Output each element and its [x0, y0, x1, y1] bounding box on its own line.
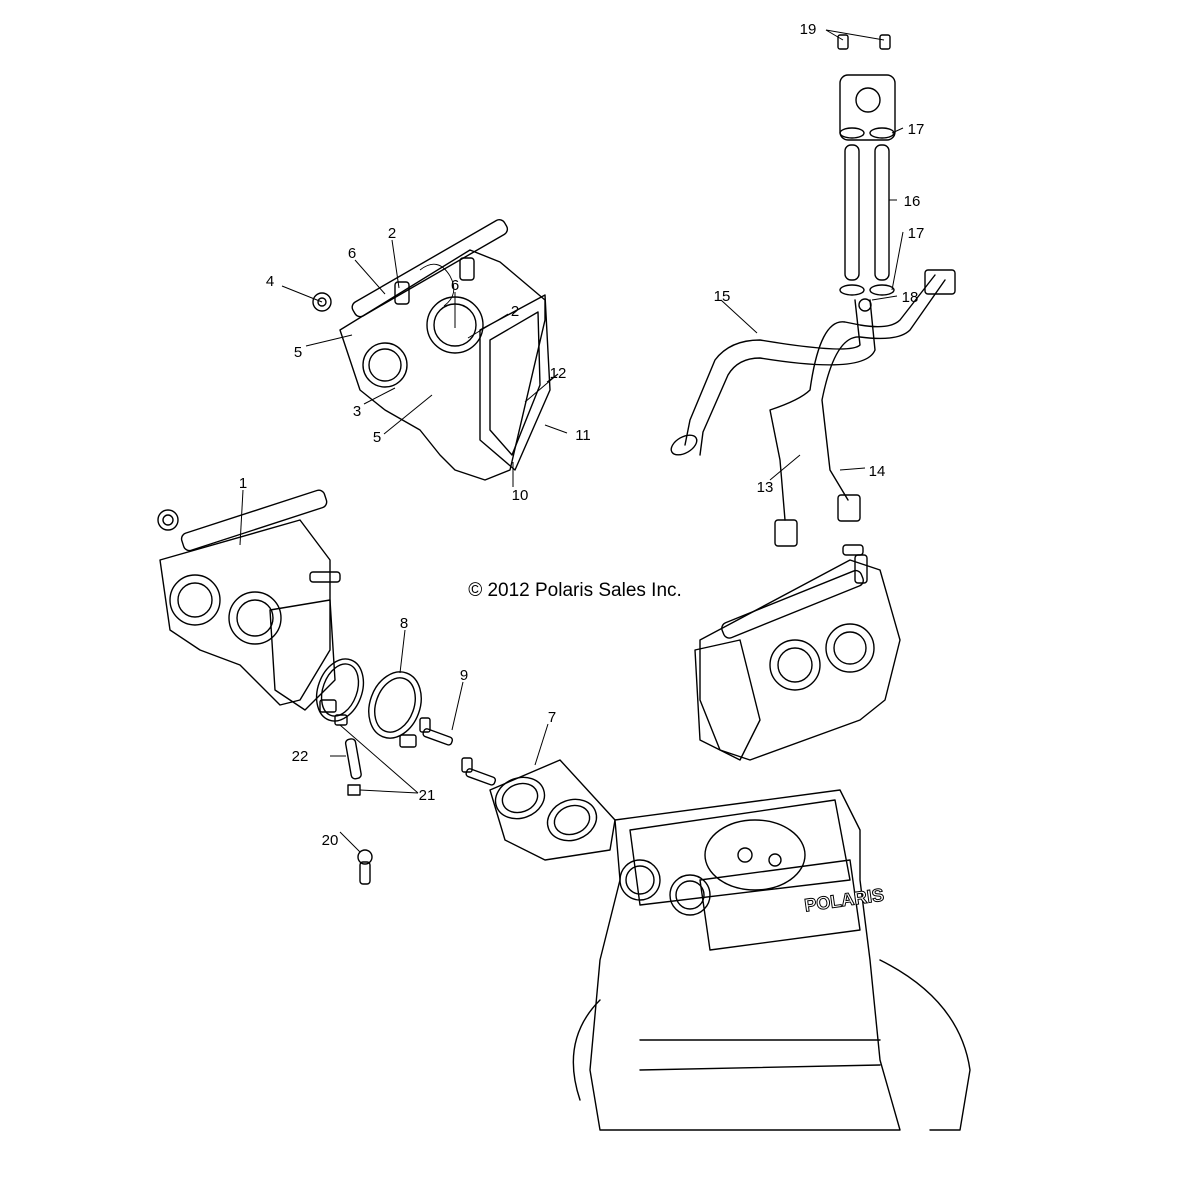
- intake-boot: [489, 759, 616, 861]
- callout-5a: 5: [294, 344, 302, 361]
- callout-12: 12: [550, 365, 567, 382]
- throttle-body-assembled: [157, 489, 341, 711]
- callout-10: 10: [512, 487, 529, 504]
- callout-9: 9: [460, 667, 468, 684]
- callout-17b: 17: [908, 225, 925, 242]
- wire-harness: [769, 269, 956, 547]
- callout-5b: 5: [373, 429, 381, 446]
- callout-20: 20: [322, 832, 339, 849]
- callout-11: 11: [575, 427, 591, 444]
- callout-17a: 17: [908, 121, 925, 138]
- hose-clamps: [315, 658, 422, 748]
- fuel-line: [670, 299, 876, 456]
- callout-2b: 2: [511, 303, 519, 320]
- callout-2a: 2: [388, 225, 396, 242]
- callout-1: 1: [239, 475, 247, 492]
- callout-18: 18: [902, 289, 919, 306]
- leader-lines: [239, 29, 904, 853]
- engine-block: POLARIS: [572, 789, 971, 1131]
- engine-brand-mark: POLARIS: [803, 885, 885, 916]
- throttle-body-installed: [694, 544, 901, 761]
- callout-19: 19: [800, 21, 817, 38]
- callout-labels: 1 2 2 3 4 5 5 6 6 7 8 9 10 11 12 13 14 1…: [239, 21, 925, 849]
- fuel-filter-assembly: [837, 34, 896, 312]
- callout-14: 14: [869, 463, 886, 480]
- callout-16: 16: [904, 193, 921, 210]
- callout-15: 15: [714, 288, 731, 305]
- callout-7: 7: [548, 709, 556, 726]
- callout-8: 8: [400, 615, 408, 632]
- callout-3: 3: [353, 403, 361, 420]
- fitting-parts: [334, 714, 373, 885]
- callout-6b: 6: [451, 277, 459, 294]
- copyright-notice: © 2012 Polaris Sales Inc.: [468, 580, 682, 601]
- callout-4: 4: [266, 273, 274, 290]
- callout-6a: 6: [348, 245, 356, 262]
- bolts: [419, 717, 497, 786]
- callout-13: 13: [757, 479, 774, 496]
- callout-22: 22: [292, 748, 309, 765]
- callout-21: 21: [419, 787, 436, 804]
- throttle-body-exploded: [312, 218, 551, 481]
